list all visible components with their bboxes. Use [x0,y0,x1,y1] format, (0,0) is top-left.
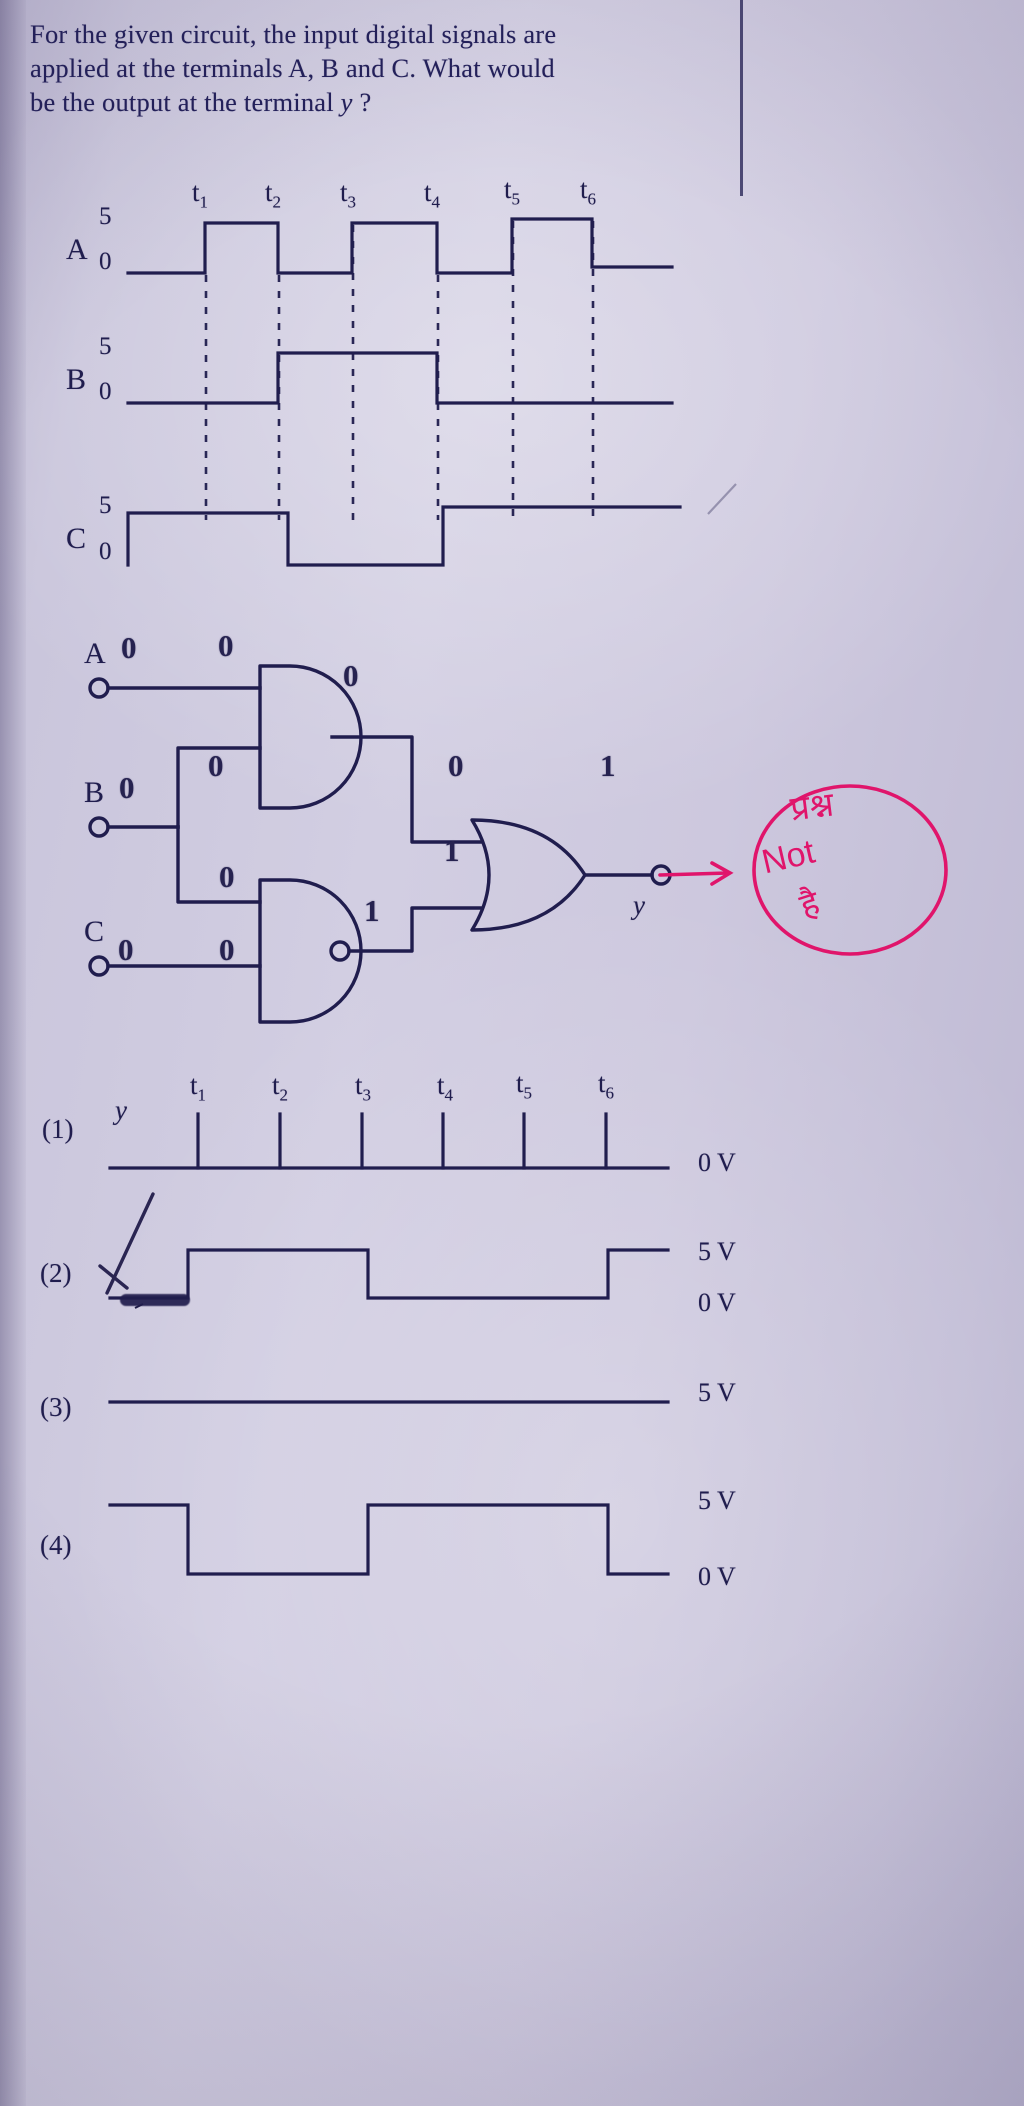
handwritten-or-in1: 0 [448,748,464,783]
paper-artifact-stroke [700,470,760,530]
time-label-t3: t3 [340,177,357,212]
nand-gate-bottom-body [258,878,363,1024]
option-2-right-label-5v: 5 V [698,1237,736,1266]
option-4-number[interactable]: (4) [40,1530,72,1560]
signal-B-low: 0 [99,378,112,405]
option-1-number[interactable]: (1) [42,1114,74,1144]
option-2-right-label-0v: 0 V [698,1288,736,1317]
page-edge-shadow [0,0,26,2106]
time-label-t6: t6 [580,174,597,209]
input-timing-diagram [0,175,780,595]
signal-A-low: 0 [99,248,112,275]
signal-label-B: B [66,363,87,396]
handwritten-or-in2: 1 [444,833,460,868]
terminal-B-node [88,816,110,838]
and-gate-top-body [258,664,363,810]
question-line-2: applied at the terminals A, B and C. Wha… [30,52,555,83]
option-3-right-label-5v: 5 V [698,1378,736,1407]
time-label-t5: t5 [504,174,521,209]
circuit-label-A: A [84,637,106,670]
signal-label-A: A [66,233,88,266]
option-time-label-t4: t4 [437,1070,454,1105]
logic-circuit-diagram [60,630,700,1030]
terminal-A-node [88,677,110,699]
option-time-label-t3: t3 [355,1070,372,1105]
signal-A-high: 5 [99,203,112,230]
circuit-output-label-y: y [633,890,645,920]
option-time-label-t2: t2 [272,1070,289,1105]
pencil-smudge [120,1294,190,1306]
option-3-number[interactable]: (3) [40,1392,72,1422]
option-4-right-label-0v: 0 V [698,1562,736,1591]
option-2-waveform[interactable] [100,1220,680,1330]
question-line-3-pre: be the output at the terminal [30,86,341,117]
option-4-right-label-5v: 5 V [698,1486,736,1515]
nand-gate-bubble [329,940,351,962]
option-3-waveform[interactable] [100,1378,680,1428]
handwritten-and-out: 0 [343,658,359,693]
option-1-waveform[interactable] [100,1090,680,1180]
handwritten-and-in1: 0 [218,628,234,663]
signal-C-high: 5 [99,492,112,519]
signal-C-low: 0 [99,538,112,565]
question-line-3: be the output at the terminal y ? [30,86,730,120]
handwritten-nand-out: 1 [364,893,380,928]
question-text: For the given circuit, the input digital… [30,18,730,120]
question-line-3-post: ? [352,86,372,117]
signal-B-high: 5 [99,333,112,360]
time-label-t2: t2 [265,177,282,212]
time-label-t1: t1 [192,177,209,212]
red-note-line-1: प्रश्न [788,785,836,829]
handwritten-b-input: 0 [119,770,135,805]
terminal-C-node [88,955,110,977]
circuit-label-C: C [84,915,105,948]
red-annotation-arrow [650,760,1024,960]
question-var-y: y [340,86,353,117]
option-2-number[interactable]: (2) [40,1258,72,1288]
handwritten-nand-in2: 0 [219,932,235,967]
handwritten-a-input: 0 [121,630,137,665]
handwritten-nand-in1: 0 [219,859,235,894]
page-gutter-rule [740,0,743,196]
option-1-y-label: y [115,1095,127,1125]
option-time-label-t6: t6 [598,1068,615,1103]
red-circle-annotation [752,784,948,956]
option-4-waveform[interactable] [100,1480,680,1600]
handwritten-and-in2: 0 [208,748,224,783]
option-time-label-t1: t1 [190,1070,207,1105]
or-gate-body [470,818,587,932]
signal-label-C: C [66,522,87,555]
circuit-label-B: B [84,776,105,809]
time-label-t4: t4 [424,177,441,212]
option-1-right-label-0v: 0 V [698,1148,736,1177]
option-time-label-t5: t5 [516,1068,533,1103]
question-line-1: For the given circuit, the input digital… [30,19,557,49]
handwritten-or-out: 1 [600,748,616,783]
handwritten-c-input: 0 [118,932,134,967]
